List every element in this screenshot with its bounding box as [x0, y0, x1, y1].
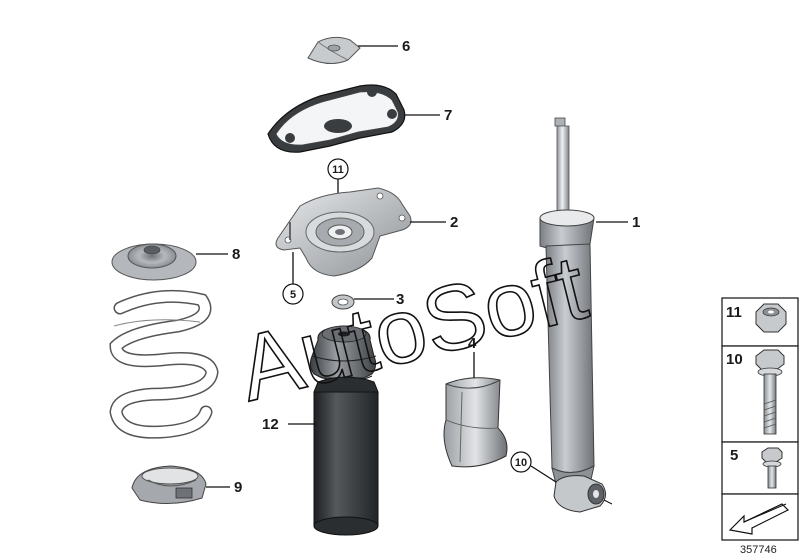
top-mount-part [275, 187, 412, 277]
legend-label-11: 11 [726, 304, 742, 321]
part-label-7: 7 [444, 107, 452, 124]
part-label-2: 2 [450, 214, 458, 231]
gasket-part [267, 84, 406, 153]
diagram-reference-number: 357746 [740, 544, 777, 556]
small-bolt-icon [761, 447, 783, 489]
leader-line-10 [530, 465, 557, 483]
washer-part [331, 294, 355, 310]
watermark: AutoSoft [228, 236, 597, 422]
dust-cap-part [307, 36, 361, 64]
upper-spring-seat-part [111, 243, 197, 281]
part-label-6: 6 [402, 38, 410, 55]
bolt-axis-line [603, 499, 613, 505]
lower-spring-seat-part [131, 465, 207, 504]
watermark-text: AutoSoft [229, 236, 596, 420]
nut-icon [755, 303, 787, 333]
small-parts-legend: 11 10 5 [721, 297, 799, 541]
part-label-9: 9 [234, 479, 242, 496]
part-label-8: 8 [232, 246, 240, 263]
part-label-1: 1 [632, 214, 640, 231]
circled-marker-5 [282, 283, 304, 305]
circled-marker-10 [510, 451, 532, 473]
arrow-icon [728, 503, 790, 535]
circled-label-10: 10 [515, 457, 527, 469]
circled-label-11: 11 [332, 164, 344, 176]
circled-label-5: 5 [290, 289, 296, 301]
legend-label-5: 5 [730, 447, 738, 464]
long-bolt-icon [755, 349, 785, 435]
shock-absorber-part [539, 117, 606, 513]
part-label-12: 12 [262, 416, 279, 433]
bump-stop-boot-part [309, 325, 379, 536]
part-label-3: 3 [396, 291, 404, 308]
coil-spring [109, 289, 219, 439]
protective-sleeve-part [443, 377, 508, 468]
part-label-4: 4 [468, 335, 477, 352]
legend-label-10: 10 [726, 351, 743, 368]
